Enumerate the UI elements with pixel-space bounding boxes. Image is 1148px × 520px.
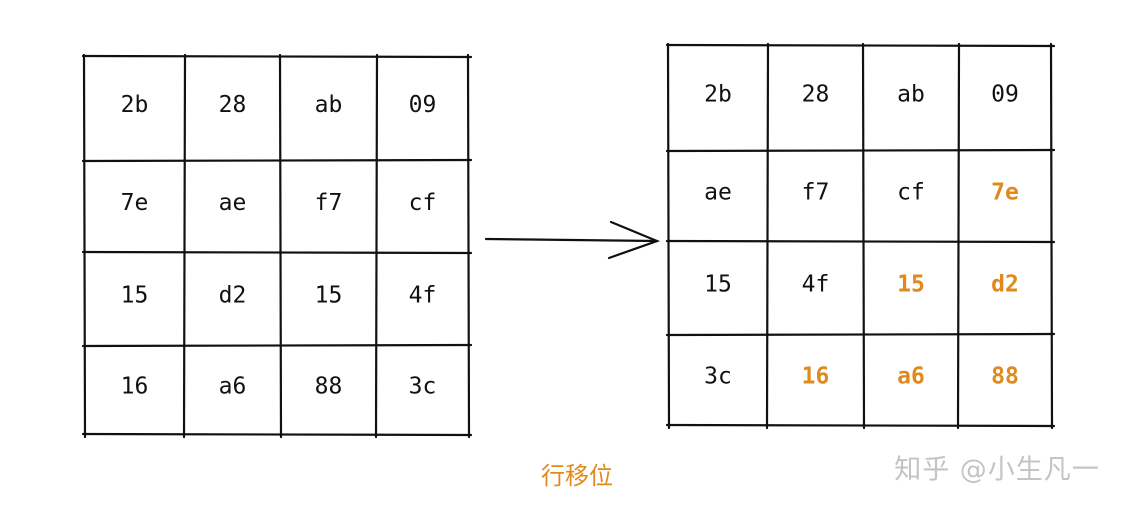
grid-row-line bbox=[665, 148, 1056, 153]
matrix-cell-shifted: 16 bbox=[802, 364, 830, 390]
matrix-cell: ae bbox=[704, 180, 732, 206]
matrix-cell: 3c bbox=[409, 374, 437, 400]
matrix-cell: 16 bbox=[121, 374, 149, 400]
grid-row-line bbox=[665, 239, 1056, 244]
grid-row-line bbox=[665, 43, 1056, 48]
matrix-cell: ab bbox=[315, 92, 343, 118]
matrix-cell: 2b bbox=[704, 82, 732, 108]
caption: 行移位 bbox=[541, 462, 613, 490]
matrix-cell: 7e bbox=[121, 190, 149, 216]
matrix-cell-shifted: a6 bbox=[897, 364, 925, 390]
matrix-cell: 4f bbox=[802, 272, 830, 298]
matrix-cell: 09 bbox=[409, 92, 437, 118]
matrix-cell: 15 bbox=[121, 283, 149, 309]
grid-row-line bbox=[81, 54, 473, 59]
matrix-cell: f7 bbox=[802, 180, 830, 206]
grid-col-line bbox=[82, 53, 87, 439]
matrix-cell: 28 bbox=[802, 82, 830, 108]
grid-col-line bbox=[278, 53, 283, 439]
grid-col-line bbox=[765, 42, 770, 430]
grid-col-line bbox=[861, 42, 866, 430]
grid-col-line bbox=[374, 53, 379, 439]
grid-col-line bbox=[1049, 42, 1054, 430]
matrix-cell-shifted: d2 bbox=[991, 272, 1019, 298]
matrix-cell: cf bbox=[409, 190, 437, 216]
grid-row-line bbox=[665, 332, 1056, 337]
matrix-cell: ab bbox=[897, 82, 925, 108]
grid-row-line bbox=[81, 343, 473, 348]
matrix-cell: cf bbox=[897, 180, 925, 206]
matrix-cell: 88 bbox=[315, 374, 343, 400]
matrix-cell: f7 bbox=[315, 190, 343, 216]
matrix-cell: 15 bbox=[315, 283, 343, 309]
matrix-cell: 2b bbox=[121, 92, 149, 118]
matrix-cell-shifted: 7e bbox=[991, 180, 1019, 206]
transform-arrow bbox=[484, 220, 661, 260]
grid-row-line bbox=[665, 423, 1056, 428]
matrix-cell-shifted: 15 bbox=[897, 272, 925, 298]
matrix-cell: 4f bbox=[409, 283, 437, 309]
matrix-cell: ae bbox=[219, 190, 247, 216]
matrix-cell-shifted: 88 bbox=[991, 364, 1019, 390]
grid-col-line bbox=[466, 53, 471, 439]
after-matrix: 2b 28 ab 09 ae f7 cf 7e 15 4f 15 d2 3c 16 a6 88 bbox=[665, 42, 1056, 430]
watermark: 知乎 @小生凡一 bbox=[894, 455, 1100, 486]
grid-col-line bbox=[666, 42, 671, 430]
matrix-cell: a6 bbox=[219, 374, 247, 400]
grid-col-line bbox=[182, 53, 187, 439]
grid-row-line bbox=[81, 158, 473, 163]
before-matrix: 2b 28 ab 09 7e ae f7 cf 15 d2 15 4f 16 a6 88 3c bbox=[81, 53, 473, 439]
grid-row-line bbox=[81, 250, 473, 255]
grid-row-line bbox=[81, 432, 473, 437]
matrix-cell: 3c bbox=[704, 364, 732, 390]
matrix-cell: 28 bbox=[219, 92, 247, 118]
grid-col-line bbox=[956, 42, 961, 430]
matrix-cell: d2 bbox=[219, 283, 247, 309]
matrix-cell: 15 bbox=[704, 272, 732, 298]
matrix-cell: 09 bbox=[991, 82, 1019, 108]
